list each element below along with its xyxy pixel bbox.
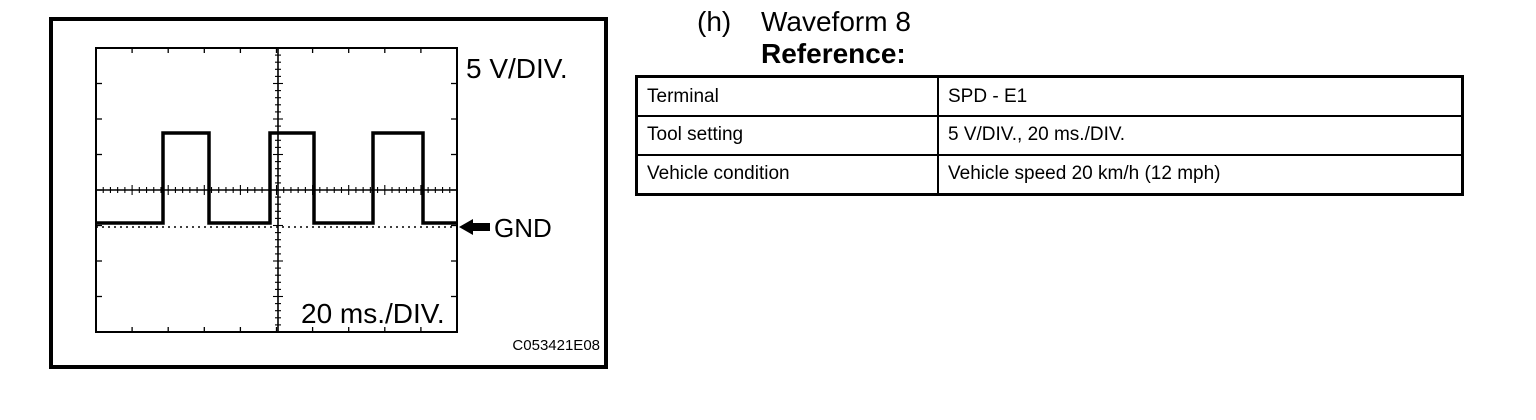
reference-table: Terminal SPD - E1 Tool setting 5 V/DIV.,…: [635, 75, 1464, 196]
table-row: Vehicle condition Vehicle speed 20 km/h …: [635, 153, 1464, 196]
oscilloscope-chart: [95, 47, 490, 333]
section-title: Waveform 8: [761, 6, 911, 37]
row-value-cell: SPD - E1: [937, 75, 1464, 118]
gnd-label: GND: [494, 213, 552, 243]
row-label-cell: Tool setting: [635, 115, 939, 156]
volts-per-div-label: 5 V/DIV.: [466, 53, 568, 84]
section-index: (h): [697, 6, 732, 37]
row-value-cell: Vehicle speed 20 km/h (12 mph): [937, 153, 1464, 196]
time-per-div-label: 20 ms./DIV.: [301, 298, 445, 329]
gnd-arrow-icon: [459, 219, 490, 235]
waveform-figure-box: 5 V/DIV. 20 ms./DIV. GND C053421E08: [49, 17, 608, 369]
table-row: Tool setting 5 V/DIV., 20 ms./DIV.: [635, 115, 1464, 156]
row-value-cell: 5 V/DIV., 20 ms./DIV.: [937, 115, 1464, 156]
row-label-cell: Terminal: [635, 75, 939, 118]
row-label-cell: Vehicle condition: [635, 153, 939, 196]
reference-heading: Reference:: [761, 38, 906, 69]
figure-code-label: C053421E08: [512, 337, 600, 354]
table-row: Terminal SPD - E1: [635, 75, 1464, 118]
